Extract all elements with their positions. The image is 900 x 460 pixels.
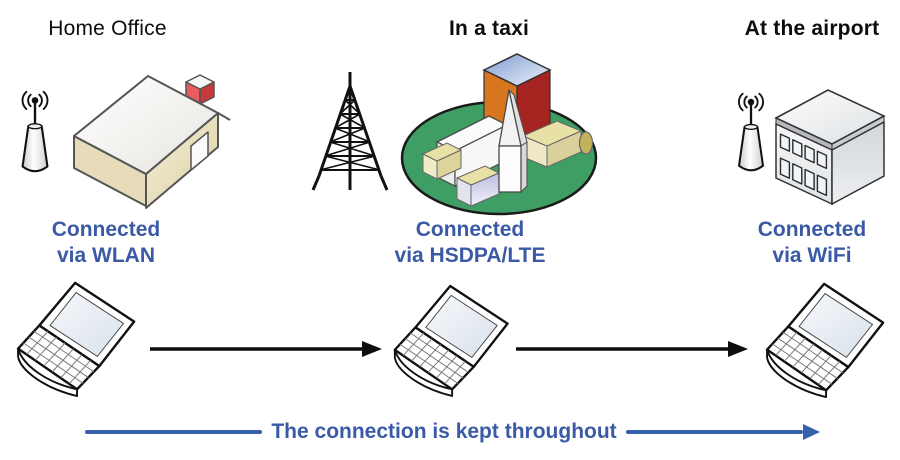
connection-kept-label: The connection is kept throughout xyxy=(271,420,617,443)
caption-line: via HSDPA/LTE xyxy=(394,243,546,267)
caption-line: Connected xyxy=(51,218,161,241)
connection-kept-arrow: The connection is kept throughout xyxy=(85,418,821,446)
laptop-icon xyxy=(392,283,516,398)
arrow-line-left xyxy=(85,430,263,434)
scene-title-airport: At the airport xyxy=(744,17,880,40)
caption-connected-wifi: Connected via WiFi xyxy=(732,217,892,268)
house-icon xyxy=(73,74,231,209)
laptop-icon xyxy=(764,281,892,399)
scene-title-home-office: Home Office xyxy=(48,17,167,40)
radio-tower-icon xyxy=(311,72,389,191)
caption-line: Connected xyxy=(757,218,867,241)
laptop-icon xyxy=(12,280,146,398)
caption-connected-wlan: Connected via WLAN xyxy=(26,217,186,268)
arrow-right-icon xyxy=(516,341,748,357)
scene-title-taxi: In a taxi xyxy=(449,17,529,40)
wifi-antenna-icon xyxy=(10,88,60,176)
wifi-antenna-icon xyxy=(727,90,775,175)
caption-connected-hsdpa-lte: Connected via HSDPA/LTE xyxy=(390,217,550,268)
office-building-icon xyxy=(774,89,886,206)
arrowhead-right-icon xyxy=(803,424,821,440)
caption-line: via WLAN xyxy=(56,243,155,267)
caption-line: via WiFi xyxy=(772,243,852,267)
arrow-right-icon xyxy=(150,341,382,357)
caption-line: Connected xyxy=(415,218,525,241)
arrow-line-right xyxy=(625,430,804,434)
city-icon xyxy=(400,53,598,216)
